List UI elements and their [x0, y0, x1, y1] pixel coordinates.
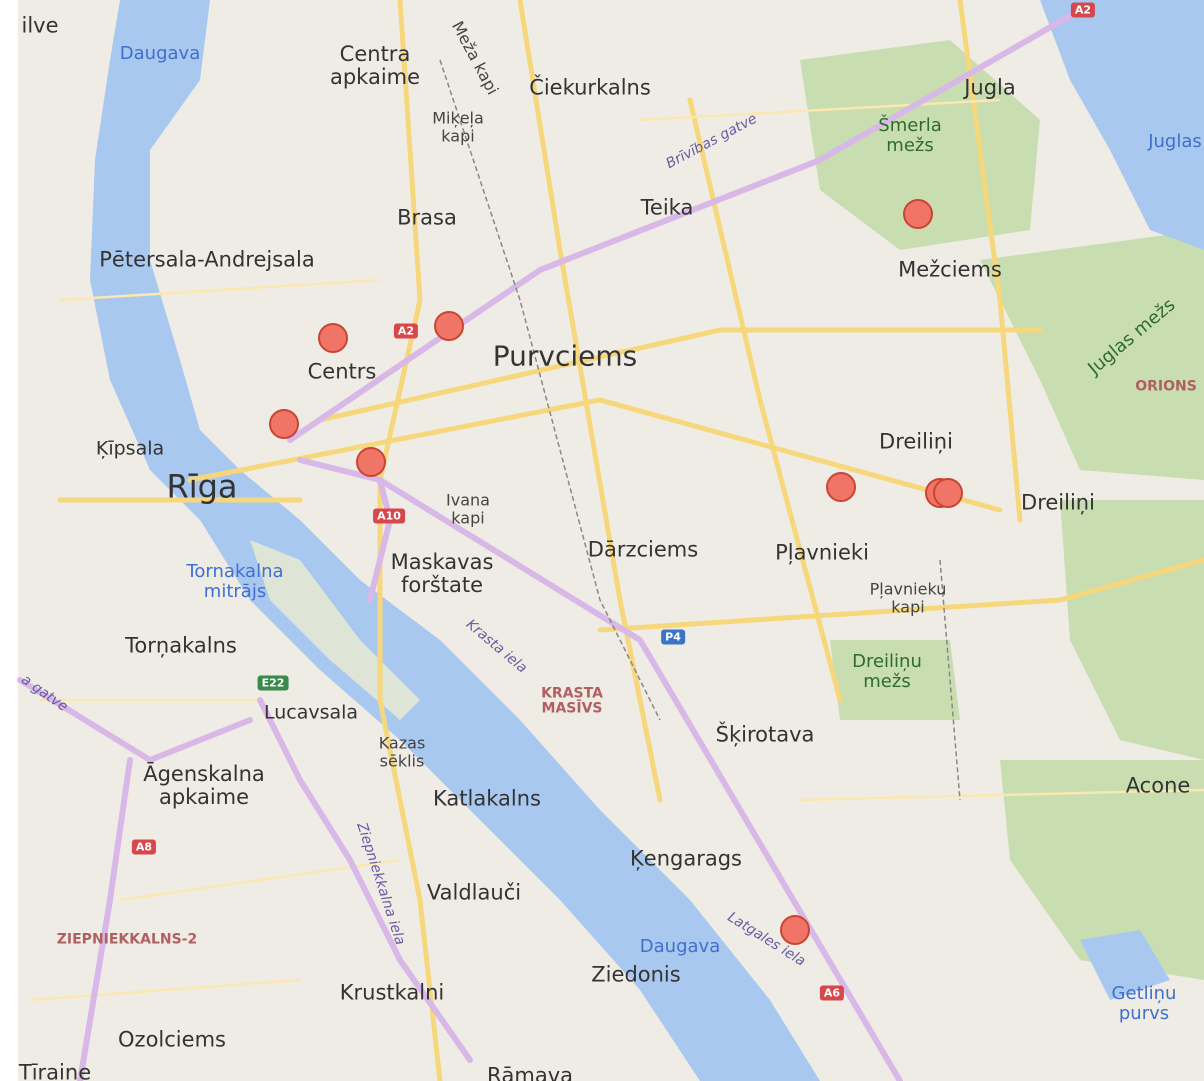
map-label: Kazas sēklis — [378, 733, 426, 770]
map-label: Pļavnieki — [775, 540, 869, 565]
map-label: Purvciems — [492, 339, 638, 373]
map-label: ORIONS — [1135, 378, 1197, 395]
map-label: Dreiliņi — [1021, 490, 1095, 515]
map-label: Rīga — [166, 467, 238, 506]
map-label: Acone — [1125, 773, 1191, 798]
map-label: Mežciems — [898, 257, 1002, 282]
location-marker[interactable] — [903, 199, 933, 229]
map-label: Dārzciems — [587, 537, 699, 562]
road-shield: A8 — [131, 839, 157, 855]
map-label: Lucavsala — [263, 701, 359, 724]
map-label: Maskavas forštate — [390, 549, 494, 597]
road-shield: A10 — [373, 508, 405, 524]
map-label: Brasa — [397, 205, 457, 230]
map-label: Ķīpsala — [95, 437, 165, 460]
location-marker[interactable] — [356, 447, 386, 477]
road-shield: A2 — [393, 323, 419, 339]
location-marker[interactable] — [826, 472, 856, 502]
map-label: Ķengarags — [630, 846, 742, 871]
map-label: Getliņu purvs — [1111, 983, 1177, 1024]
map-label: Juglas — [1148, 131, 1202, 153]
map-label: Daugava — [119, 43, 201, 65]
map-label: Jugla — [964, 75, 1016, 100]
map-label: Ziedonis — [591, 962, 681, 987]
map-label: Ozolciems — [118, 1027, 226, 1052]
map-label: ilve — [21, 13, 59, 38]
road-shield: A6 — [819, 985, 845, 1001]
map-label: KRASTA MASĪVS — [541, 685, 603, 717]
map-label: Katlakalns — [433, 786, 541, 811]
map-label: Pļavnieku kapi — [869, 579, 947, 616]
location-marker[interactable] — [434, 311, 464, 341]
map-label: Ivana kapi — [446, 490, 490, 527]
map-label: Daugava — [639, 936, 721, 958]
road-shield: A2 — [1070, 2, 1096, 18]
map-label: Teika — [640, 195, 694, 220]
location-marker[interactable] — [318, 323, 348, 353]
map-label: Pētersala-Andrejsala — [99, 247, 315, 272]
map-label: Šķirotava — [715, 722, 815, 747]
map-label: Torņakalns — [125, 633, 237, 658]
map-label: Valdlauči — [426, 880, 522, 905]
map-label: Miķeļa kapi — [432, 108, 484, 145]
map-label: Šmerla mežs — [878, 115, 942, 156]
road-shield: E22 — [257, 675, 289, 691]
map-label: Centra apkaime — [329, 41, 421, 89]
road-shield: P4 — [661, 629, 685, 645]
location-marker[interactable] — [269, 409, 299, 439]
map-label: ZIEPNIEKKALNS-2 — [56, 931, 198, 948]
location-marker[interactable] — [933, 478, 963, 508]
map-label: Rāmava — [486, 1063, 574, 1081]
map-label: Centrs — [307, 359, 377, 384]
map-label: Dreiliņu mežs — [852, 651, 922, 692]
location-marker[interactable] — [780, 915, 810, 945]
map-label: Čiekurkalns — [529, 75, 651, 100]
map-label: Āgenskalna apkaime — [143, 761, 265, 809]
map-label: Tornakalna mitrājs — [186, 561, 284, 602]
map-label: Dreiliņi — [879, 429, 953, 454]
map-label: Tīraine — [18, 1060, 92, 1081]
map-label: Krustkalni — [339, 980, 445, 1005]
